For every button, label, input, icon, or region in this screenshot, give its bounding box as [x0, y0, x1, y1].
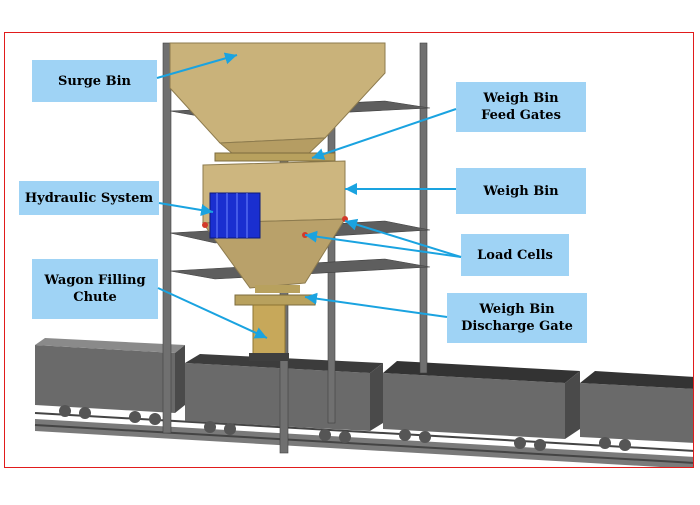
label-weigh-bin-feed-gates: Weigh Bin Feed Gates	[456, 82, 586, 132]
diagram-frame: Surge Bin Weigh Bin Feed Gates Weigh Bin…	[4, 32, 694, 468]
label-weigh-bin-discharge-gate: Weigh Bin Discharge Gate	[447, 293, 587, 343]
discharge-gate	[234, 294, 316, 306]
rail-track	[34, 412, 693, 467]
wagon-filling-chute	[249, 304, 289, 361]
wagon-left	[35, 338, 185, 425]
wagon-right-1	[383, 361, 580, 451]
label-surge-bin: Surge Bin	[32, 60, 157, 102]
feed-gates	[214, 152, 336, 162]
label-wagon-filling-chute: Wagon Filling Chute	[32, 259, 158, 319]
hydraulic-system	[209, 192, 261, 239]
surge-bin	[169, 42, 386, 161]
label-load-cells: Load Cells	[461, 234, 569, 276]
wagon-right-2	[580, 371, 693, 451]
label-hydraulic-system: Hydraulic System	[19, 181, 159, 215]
label-weigh-bin: Weigh Bin	[456, 168, 586, 214]
